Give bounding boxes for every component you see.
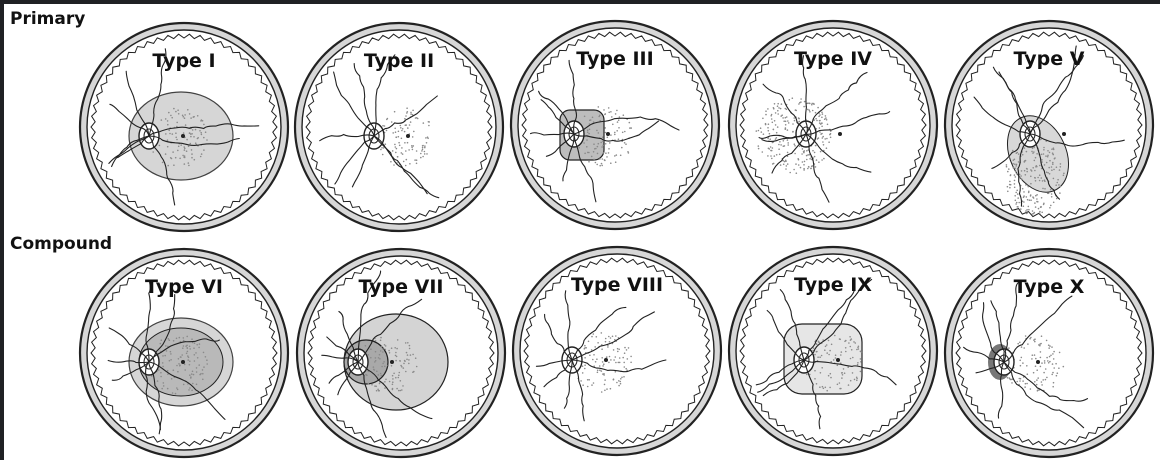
fundus-type-4: Type IV: [726, 18, 940, 232]
type-label: Type VII: [294, 276, 508, 298]
type-label: Type VI: [77, 276, 291, 298]
fundus-type-5: Type V: [942, 18, 1156, 232]
fundus-type-9: Type IX: [726, 244, 940, 458]
fundus-type-7: Type VII: [294, 246, 508, 460]
type-label: Type I: [77, 50, 291, 72]
row-label-primary: Primary: [10, 9, 85, 29]
fundus-type-6: Type VI: [77, 246, 291, 460]
type-label: Type IX: [726, 274, 940, 296]
fundus-classification-figure: Primary Compound Type I Type II Type III…: [4, 4, 1160, 460]
fundus-type-8: Type VIII: [510, 244, 724, 458]
fundus-type-10: Type X: [942, 246, 1156, 460]
fundus-type-2: Type II: [292, 20, 506, 234]
type-label: Type II: [292, 50, 506, 72]
type-label: Type IV: [726, 48, 940, 70]
fundus-type-3: Type III: [508, 18, 722, 232]
type-label: Type X: [942, 276, 1156, 298]
type-label: Type III: [508, 48, 722, 70]
type-label: Type VIII: [510, 274, 724, 296]
type-label: Type V: [942, 48, 1156, 70]
fundus-type-1: Type I: [77, 20, 291, 234]
